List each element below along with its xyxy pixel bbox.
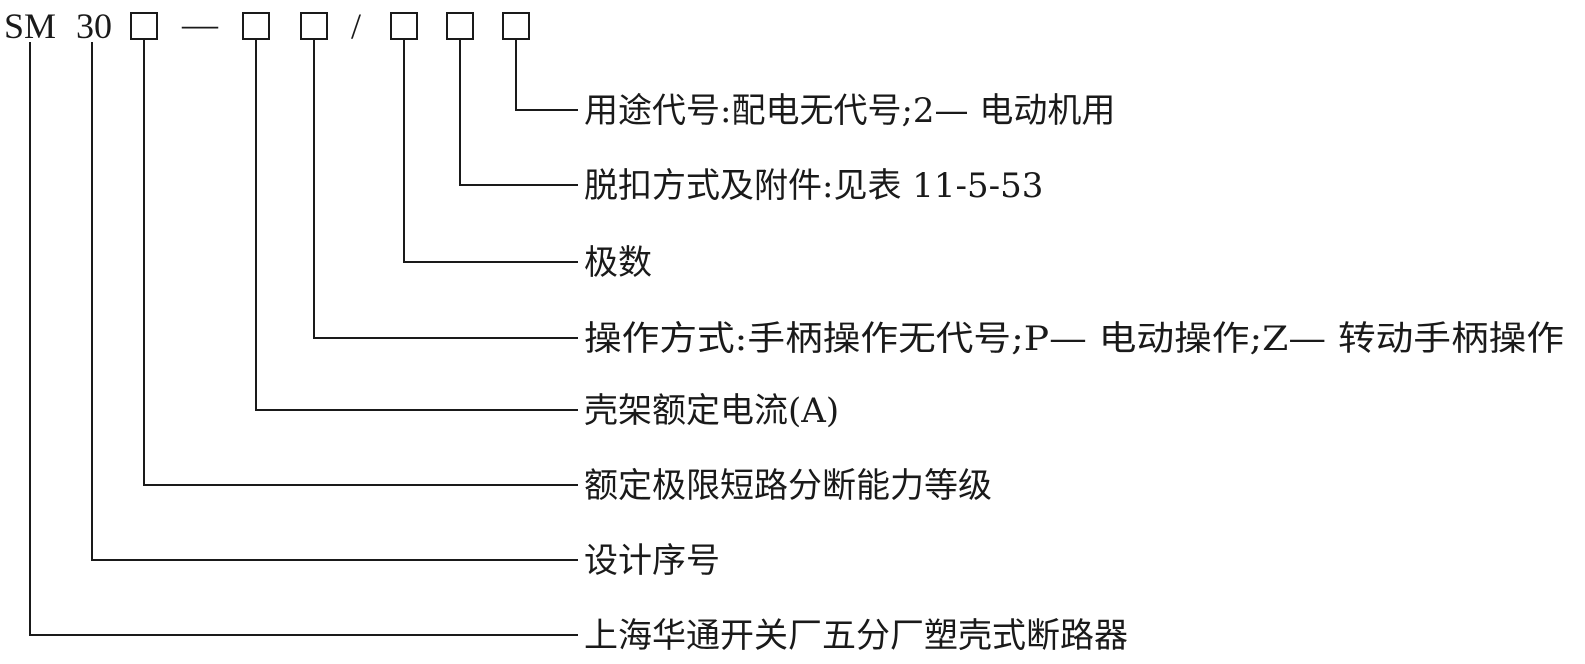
slot-box-frame-current bbox=[242, 12, 270, 40]
leader-operation-mode bbox=[313, 39, 578, 339]
label-trip-mode: 脱扣方式及附件:见表 11-5-53 bbox=[584, 166, 1043, 206]
label-operation-mode: 操作方式:手柄操作无代号;P— 电动操作;Z— 转动手柄操作 bbox=[584, 319, 1564, 359]
leader-frame-current bbox=[255, 39, 578, 411]
slot-box-trip-mode bbox=[446, 12, 474, 40]
slot-box-operation-mode bbox=[300, 12, 328, 40]
code-dash: — bbox=[181, 4, 219, 44]
label-design-number: 设计序号 bbox=[584, 541, 720, 581]
leader-usage-code bbox=[515, 39, 578, 111]
label-manufacturer: 上海华通开关厂五分厂塑壳式断路器 bbox=[584, 616, 1128, 656]
label-frame-current: 壳架额定电流(A) bbox=[584, 391, 839, 431]
leader-breaking-capacity bbox=[143, 39, 578, 486]
label-breaking-capacity: 额定极限短路分断能力等级 bbox=[584, 466, 992, 506]
label-usage-code: 用途代号:配电无代号;2— 电动机用 bbox=[584, 91, 1115, 131]
code-slash: / bbox=[351, 6, 361, 46]
slot-box-breaking-capacity bbox=[130, 12, 158, 40]
leader-trip-mode bbox=[459, 39, 578, 186]
leader-design-number bbox=[91, 42, 578, 561]
code-prefix: SM bbox=[4, 6, 56, 46]
leader-poles bbox=[403, 39, 578, 263]
label-poles: 极数 bbox=[584, 243, 652, 283]
slot-box-usage-code bbox=[502, 12, 530, 40]
leader-manufacturer bbox=[29, 42, 578, 636]
slot-box-poles bbox=[390, 12, 418, 40]
code-series: 30 bbox=[76, 6, 112, 46]
